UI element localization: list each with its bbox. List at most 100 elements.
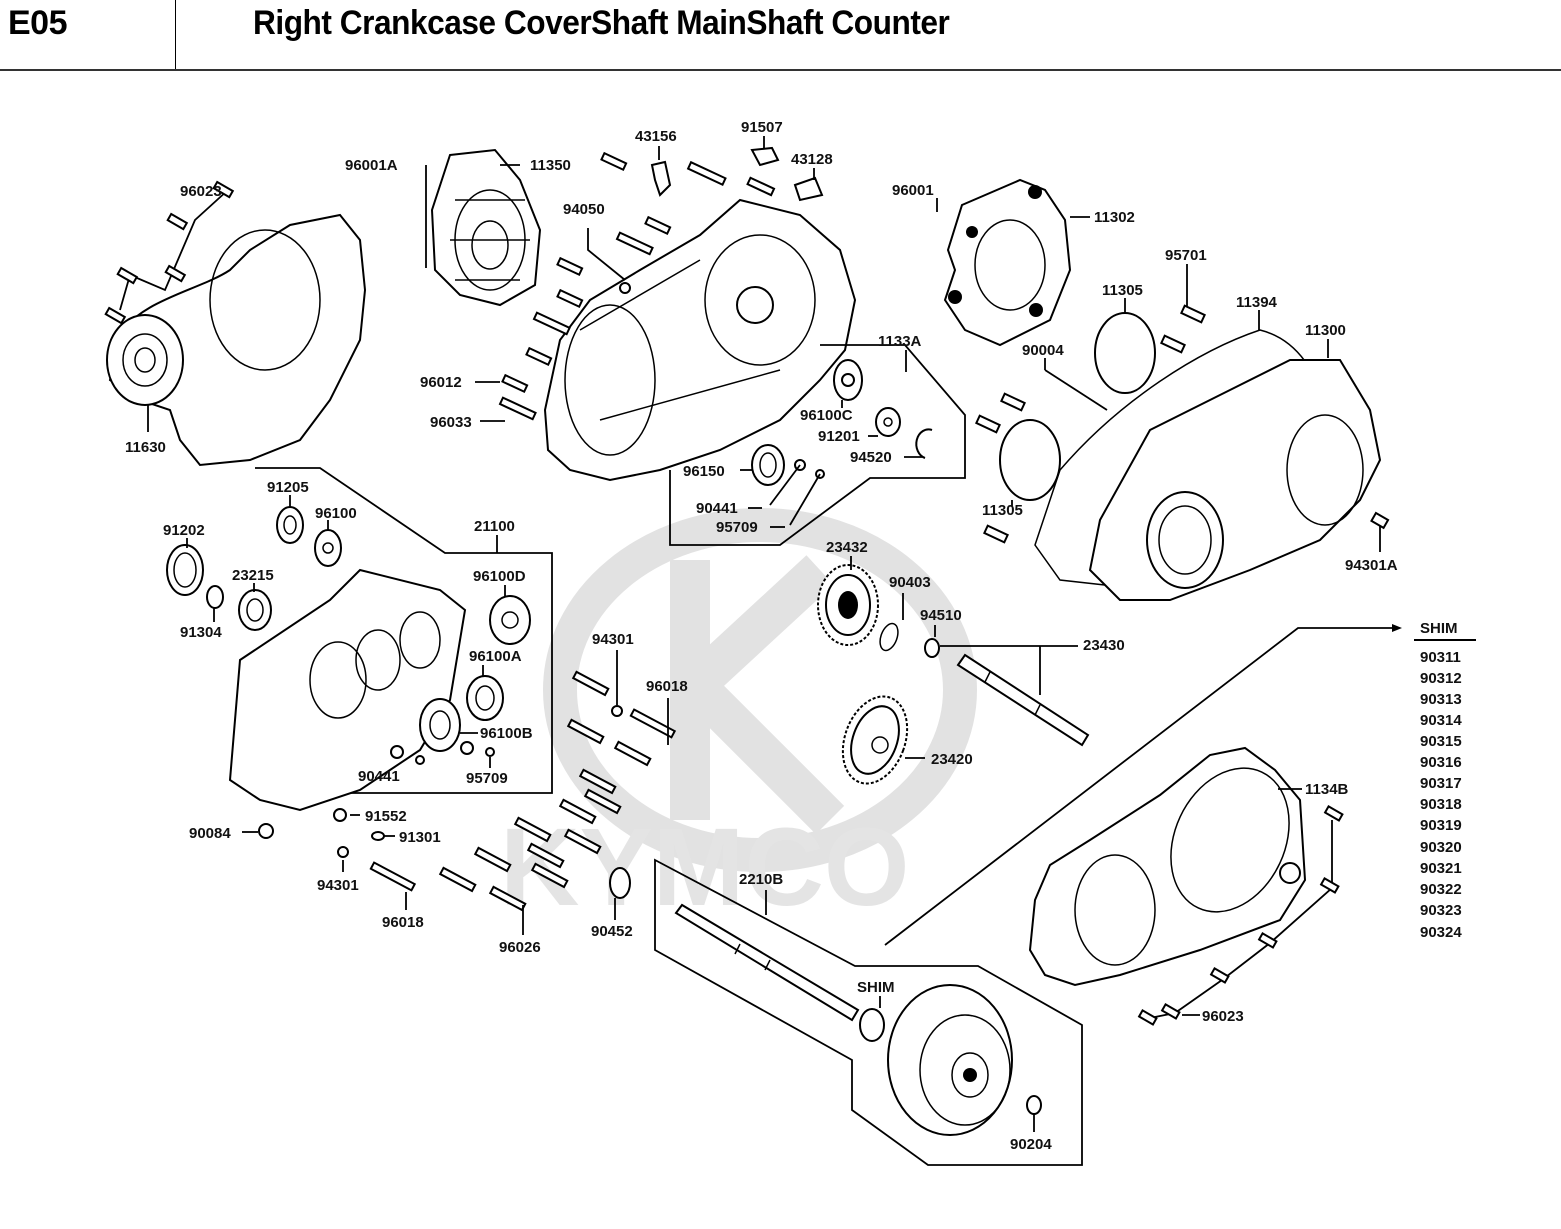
- shim-item[interactable]: 90322: [1420, 881, 1462, 898]
- circlip-94510: [924, 638, 940, 658]
- section-code: E05: [8, 4, 68, 42]
- label-91202[interactable]: 91202: [163, 522, 205, 539]
- label-96018-upper[interactable]: 96018: [646, 678, 688, 695]
- label-90084[interactable]: 90084: [189, 825, 231, 842]
- bearings-21100: [276, 506, 531, 765]
- seal-91202: [166, 544, 204, 596]
- label-11350[interactable]: 11350: [530, 157, 571, 174]
- label-94301A[interactable]: 94301A: [1345, 557, 1398, 574]
- label-43156[interactable]: 43156: [635, 128, 677, 145]
- clutch-assembly[interactable]: [887, 984, 1013, 1136]
- label-91301[interactable]: 91301: [399, 829, 441, 846]
- label-1134B[interactable]: 1134B: [1305, 781, 1349, 798]
- washer-90452: [609, 867, 631, 899]
- label-21100[interactable]: 21100: [474, 518, 515, 535]
- label-23420[interactable]: 23420: [931, 751, 973, 768]
- label-11630[interactable]: 11630: [125, 439, 166, 456]
- label-95709-upper[interactable]: 95709: [716, 519, 758, 536]
- label-91507[interactable]: 91507: [741, 119, 783, 136]
- bolts-lower-cluster: [258, 670, 677, 912]
- label-91304[interactable]: 91304: [180, 624, 222, 641]
- page-title: Right Crankcase CoverShaft MainShaft Cou…: [253, 4, 950, 42]
- group-box-21100: [255, 467, 553, 794]
- shim-item[interactable]: 90318: [1420, 796, 1462, 813]
- label-91552[interactable]: 91552: [365, 808, 407, 825]
- bearings-1133A: [751, 359, 933, 526]
- label-95709-lower[interactable]: 95709: [466, 770, 508, 787]
- label-94301-upper[interactable]: 94301: [592, 631, 634, 648]
- bearing-23215: [238, 589, 272, 631]
- shim-item[interactable]: 90323: [1420, 902, 1462, 919]
- mainshaft-2210B[interactable]: [674, 903, 860, 1022]
- label-11305-upper[interactable]: 11305: [1102, 282, 1143, 299]
- bolts-center-cover: [498, 151, 776, 421]
- label-1133A[interactable]: 1133A: [878, 333, 922, 350]
- label-90004[interactable]: 90004: [1022, 342, 1064, 359]
- group-box-1133A: [669, 344, 966, 546]
- header-rule: [0, 69, 1561, 71]
- part-cover-1134B[interactable]: [1028, 746, 1312, 987]
- label-11300[interactable]: 11300: [1305, 322, 1346, 339]
- label-96001[interactable]: 96001: [892, 182, 934, 199]
- label-shim[interactable]: SHIM: [857, 979, 895, 996]
- shim-item[interactable]: 90319: [1420, 817, 1462, 834]
- shaft-23430[interactable]: [956, 653, 1090, 747]
- group-box-2210B: [654, 858, 1083, 1166]
- label-94301-lower[interactable]: 94301: [317, 877, 359, 894]
- label-11302[interactable]: 11302: [1094, 209, 1135, 226]
- label-91201[interactable]: 91201: [818, 428, 860, 445]
- label-23430[interactable]: 23430: [1083, 637, 1125, 654]
- label-96100A[interactable]: 96100A: [469, 648, 522, 665]
- label-96001A[interactable]: 96001A: [345, 157, 398, 174]
- label-96100D[interactable]: 96100D: [473, 568, 526, 585]
- part-right-cover-11300[interactable]: [1088, 359, 1382, 601]
- label-96023[interactable]: 96023: [180, 183, 222, 200]
- part-left-cover-11630[interactable]: [106, 213, 367, 467]
- shim-item[interactable]: 90315: [1420, 733, 1462, 750]
- label-23215[interactable]: 23215: [232, 567, 274, 584]
- label-94510[interactable]: 94510: [920, 607, 962, 624]
- shim-item[interactable]: 90317: [1420, 775, 1462, 792]
- label-90452[interactable]: 90452: [591, 923, 633, 940]
- shim-item[interactable]: 90324: [1420, 924, 1462, 941]
- part-filter-cover-11350[interactable]: [430, 148, 542, 307]
- label-11394[interactable]: 11394: [1236, 294, 1278, 311]
- label-43128[interactable]: 43128: [791, 151, 833, 168]
- shim-item[interactable]: 90314: [1420, 712, 1462, 729]
- label-96012[interactable]: 96012: [420, 374, 462, 391]
- label-11305-lower[interactable]: 11305: [982, 502, 1023, 519]
- shim-item[interactable]: 90316: [1420, 754, 1462, 771]
- o-ring-91304: [206, 585, 224, 609]
- part-plate-11302[interactable]: [943, 178, 1072, 347]
- label-96100B[interactable]: 96100B: [480, 725, 533, 742]
- label-96100C[interactable]: 96100C: [800, 407, 853, 424]
- label-96026[interactable]: 96026: [499, 939, 541, 956]
- label-96100[interactable]: 96100: [315, 505, 357, 522]
- label-2210B[interactable]: 2210B: [739, 871, 783, 888]
- label-94050[interactable]: 94050: [563, 201, 605, 218]
- kymco-watermark: KYMCO: [500, 508, 977, 929]
- label-96150[interactable]: 96150: [683, 463, 725, 480]
- label-94520[interactable]: 94520: [850, 449, 892, 466]
- header-divider: [175, 0, 176, 70]
- shim-item[interactable]: 90313: [1420, 691, 1462, 708]
- label-90441-lower[interactable]: 90441: [358, 768, 400, 785]
- shim-item[interactable]: 90321: [1420, 860, 1462, 877]
- label-96018-lower[interactable]: 96018: [382, 914, 424, 931]
- label-90441-upper[interactable]: 90441: [696, 500, 738, 517]
- gear-23432[interactable]: [817, 564, 879, 646]
- label-91205[interactable]: 91205: [267, 479, 309, 496]
- label-90403[interactable]: 90403: [889, 574, 931, 591]
- shim-item[interactable]: 90312: [1420, 670, 1462, 687]
- shim-washer: [859, 1008, 885, 1042]
- part-crankcase-cover-center[interactable]: [543, 198, 857, 482]
- shim-item[interactable]: 90320: [1420, 839, 1462, 856]
- label-90204[interactable]: 90204: [1010, 1136, 1052, 1153]
- label-96033[interactable]: 96033: [430, 414, 472, 431]
- shim-part-list: SHIM 90311 90312 90313 90314 90315 90316…: [1414, 620, 1476, 941]
- label-96023-right[interactable]: 96023: [1202, 1008, 1244, 1025]
- shim-item[interactable]: 90311: [1420, 649, 1461, 666]
- gear-23420[interactable]: [831, 687, 918, 792]
- label-95701[interactable]: 95701: [1165, 247, 1207, 264]
- label-23432[interactable]: 23432: [826, 539, 868, 556]
